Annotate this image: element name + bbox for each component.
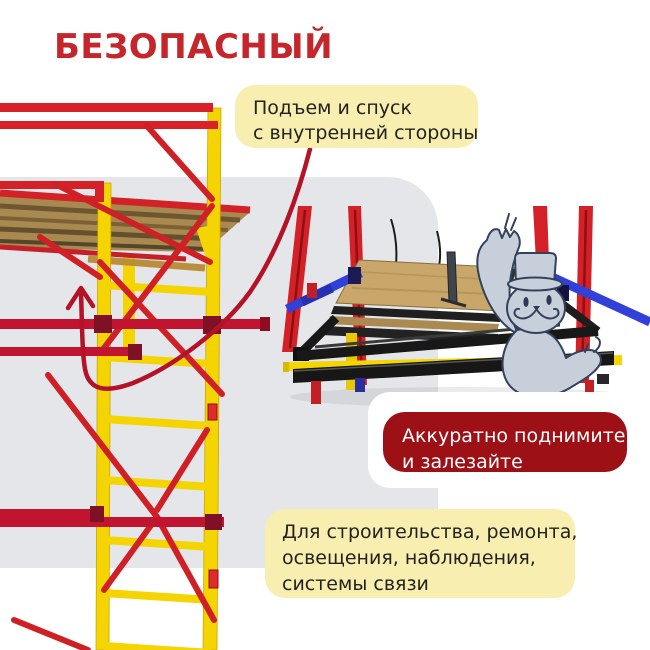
post-sticker <box>207 403 218 421</box>
callout-line: Для строительства, ремонта, <box>282 521 578 543</box>
post-sticker <box>208 569 219 589</box>
callout-line: Подъем и спуск <box>253 97 412 119</box>
scaffold-top-guardrails <box>0 103 218 202</box>
arrow-shaft <box>78 146 313 391</box>
scaffold-crimson-rails <box>0 315 270 530</box>
cat-paw-details <box>584 336 601 353</box>
platform-deck <box>321 251 517 343</box>
cat-body <box>501 327 602 401</box>
arrow-head <box>65 285 96 311</box>
scaffold-post-jog <box>196 226 219 261</box>
scaffold-ladder-rungs <box>103 281 212 650</box>
scaffold-tower <box>0 103 270 650</box>
annotation-arrow <box>65 146 313 391</box>
callout-climb-carefully: Аккуратно поднимите и залезайте <box>383 412 627 473</box>
callout-line: освещения, наблюдения, <box>282 547 536 569</box>
cat-claws <box>504 213 517 231</box>
cat-nose <box>533 306 540 311</box>
callout-line: и залезайте <box>402 451 523 473</box>
scaffold-left-post <box>95 182 112 650</box>
blue-brace-right <box>550 272 650 327</box>
callout-use-cases: Для строительства, ремонта, освещения, н… <box>265 509 578 598</box>
callout-line: с внутренней стороны <box>253 122 479 144</box>
hatch-platform <box>282 206 650 407</box>
cat-mustache <box>513 307 560 320</box>
cat-eyes <box>523 295 552 311</box>
callout-line: Аккуратно поднимите <box>402 425 626 447</box>
callout-line: системы связи <box>282 573 429 595</box>
blue-brace-left <box>285 267 363 314</box>
cat-character <box>476 213 602 401</box>
page-title: БЕЗОПАСНЫЙ <box>54 27 334 67</box>
cat-top-hat <box>507 252 563 292</box>
yellow-bar-cap <box>283 362 289 372</box>
callout-inside-access: Подъем и спуск с внутренней стороны <box>235 85 478 148</box>
